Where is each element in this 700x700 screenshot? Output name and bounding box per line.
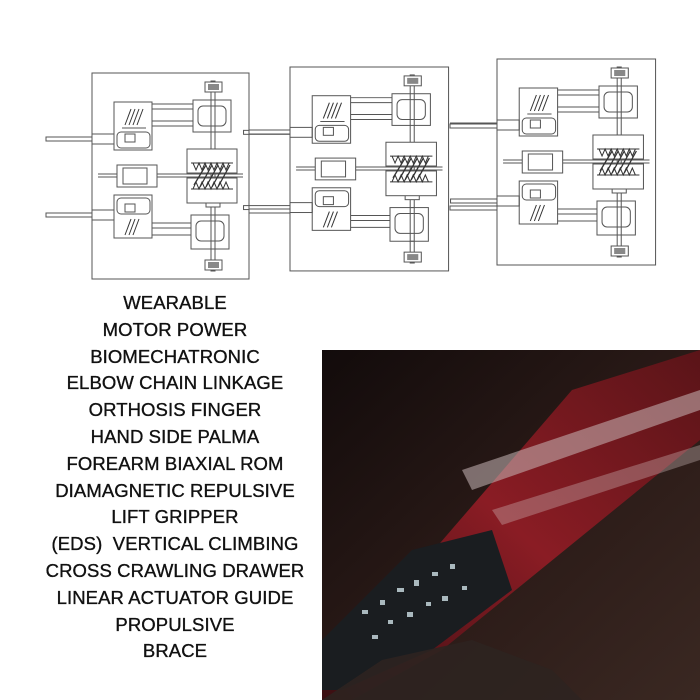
term-item: FOREARM BIAXIAL ROM [66, 452, 284, 474]
term-item: MOTOR POWER [102, 318, 248, 340]
term-item: LIFT GRIPPER [111, 506, 239, 528]
term-item: CROSS CRAWLING DRAWER [45, 559, 305, 581]
term-item: DIAMAGNETIC REPULSIVE [55, 479, 295, 501]
term-list: WEARABLE MOTOR POWER BIOMECHATRONIC ELBO… [20, 290, 330, 665]
forearm-device-photo [322, 350, 700, 700]
term-item: ELBOW CHAIN LINKAGE [66, 372, 284, 394]
term-item: HAND SIDE PALMA [90, 425, 260, 447]
module-1 [45, 72, 250, 280]
module-3 [449, 58, 657, 266]
term-item: BRACE [142, 640, 208, 662]
term-item: BIOMECHATRONIC [90, 345, 260, 367]
module-connectors [248, 123, 498, 214]
module-2 [242, 66, 450, 272]
term-item: (EDS) VERTICAL CLIMBING [51, 533, 299, 555]
gear-module-diagram [45, 58, 657, 280]
term-item: PROPULSIVE [115, 613, 235, 635]
term-item: LINEAR ACTUATOR GUIDE [56, 586, 294, 608]
term-item: WEARABLE [123, 292, 227, 313]
term-item: ORTHOSIS FINGER [88, 399, 262, 421]
